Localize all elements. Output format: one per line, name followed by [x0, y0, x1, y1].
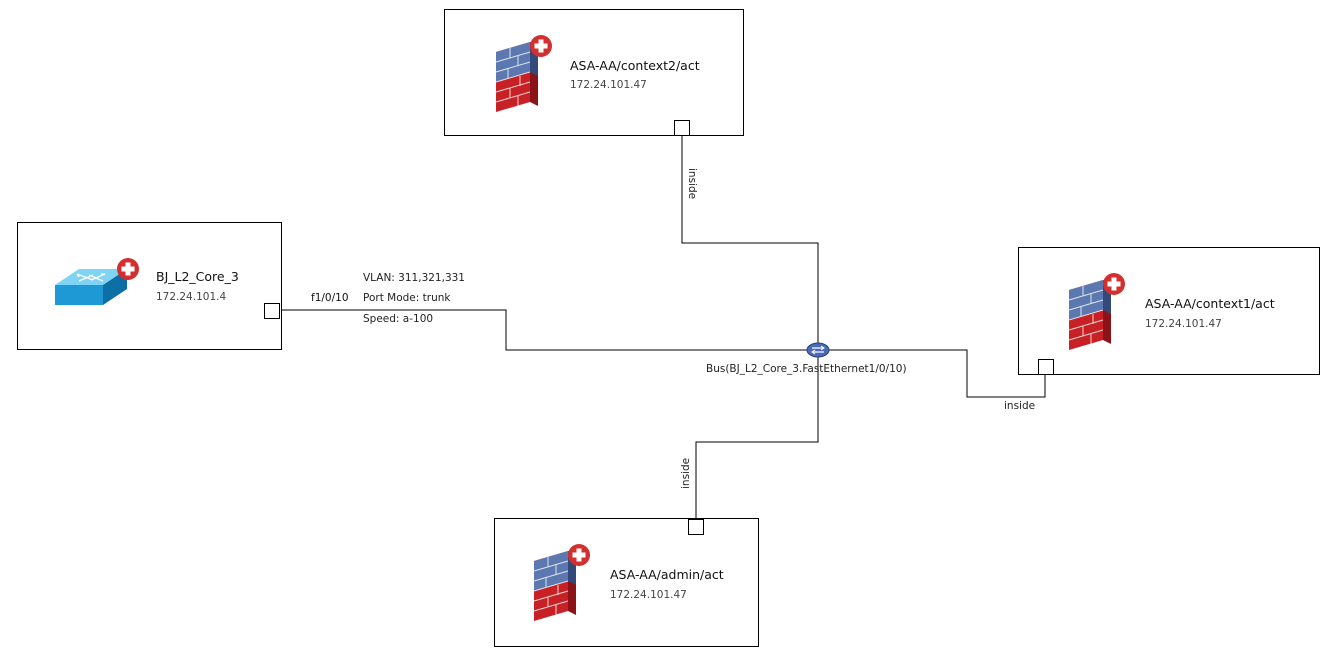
- firewall-icon: [490, 32, 552, 118]
- speed-label: Speed: a-100: [363, 313, 434, 325]
- switch-icon: [55, 257, 143, 315]
- device-name: BJ_L2_Core_3: [156, 269, 239, 284]
- link-admin-bus[interactable]: [695, 350, 819, 518]
- bus-node-icon[interactable]: [806, 342, 830, 358]
- port-mode-label: Port Mode: trunk: [363, 292, 451, 304]
- bus-label: Bus(BJ_L2_Core_3.FastEthernet1/0/10): [706, 363, 907, 375]
- status-badge-icon: [530, 35, 552, 57]
- device-node-context1[interactable]: ASA-AA/context1/act 172.24.101.47: [1018, 247, 1320, 375]
- status-badge-icon: [1103, 273, 1125, 295]
- device-node-switch[interactable]: BJ_L2_Core_3 172.24.101.4: [17, 222, 282, 350]
- interface-label-context2: inside: [686, 168, 698, 200]
- device-ip: 172.24.101.47: [610, 589, 687, 601]
- link-context1-bus[interactable]: [818, 349, 1046, 398]
- port-context2-inside[interactable]: [674, 120, 690, 136]
- vlan-label: VLAN: 311,321,331: [363, 272, 465, 284]
- link-context2-bus[interactable]: [681, 136, 819, 350]
- interface-label-context1: inside: [1004, 400, 1036, 412]
- port-switch-f1-0-10[interactable]: [264, 303, 280, 319]
- link-switch-bus[interactable]: [281, 309, 818, 351]
- device-name: ASA-AA/context2/act: [570, 58, 700, 73]
- device-name: ASA-AA/context1/act: [1145, 296, 1275, 311]
- firewall-icon: [528, 541, 590, 627]
- firewall-icon: [1063, 270, 1125, 356]
- device-name: ASA-AA/admin/act: [610, 567, 724, 582]
- port-label-f1-0-10: f1/0/10: [311, 292, 349, 304]
- port-context1-inside[interactable]: [1038, 359, 1054, 375]
- device-ip: 172.24.101.4: [156, 291, 227, 303]
- port-admin-inside[interactable]: [688, 519, 704, 535]
- status-badge-icon: [568, 544, 590, 566]
- device-ip: 172.24.101.47: [570, 79, 647, 91]
- device-node-admin[interactable]: ASA-AA/admin/act 172.24.101.47: [494, 518, 759, 647]
- interface-label-admin: inside: [680, 457, 692, 489]
- device-node-context2[interactable]: ASA-AA/context2/act 172.24.101.47: [444, 9, 744, 136]
- device-ip: 172.24.101.47: [1145, 318, 1222, 330]
- status-badge-icon: [117, 258, 139, 280]
